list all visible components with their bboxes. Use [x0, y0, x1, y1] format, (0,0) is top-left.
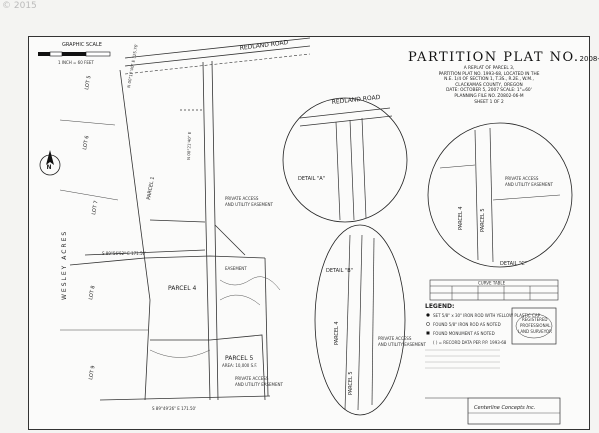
svg-text:PRIVATE ACCESS: PRIVATE ACCESS	[505, 176, 539, 181]
graphic-scale-unit: 1 INCH = 60 FEET	[58, 60, 94, 65]
survey-annotations: N 00°17'40" E 325.76' N 00°21'40" E S 89…	[102, 43, 283, 411]
north-label: N	[47, 164, 52, 171]
curve-table: CURVE TABLE	[429, 279, 559, 301]
graphic-scale-label: GRAPHIC SCALE	[62, 42, 102, 48]
detail-b-label: DETAIL "B"	[326, 268, 353, 274]
detail-b: DETAIL "B" PARCEL 4 PARCEL 5 PRIVATE ACC…	[314, 224, 426, 416]
svg-text:LAND SURVEYOR: LAND SURVEYOR	[518, 329, 552, 334]
legend: LEGEND: SET 5/8" x 30" IRON ROD WITH YEL…	[425, 303, 541, 369]
watermark: © 2015	[2, 1, 37, 11]
svg-text:AND UTILITY EASEMENT: AND UTILITY EASEMENT	[225, 202, 273, 207]
parcel-boundaries	[69, 60, 271, 401]
parcel-5-area: AREA: 10,000 S.F.	[222, 363, 257, 368]
lots: LOT 5 LOT 6 LOT 7 LOT 8 LOT 9	[59, 75, 148, 380]
svg-text:LOT 9: LOT 9	[88, 365, 96, 380]
graphic-scale: GRAPHIC SCALE 1 INCH = 60 FEET	[38, 42, 111, 65]
detail-c-label: DETAIL "C"	[500, 261, 527, 267]
company-name: Centerline Concepts Inc.	[474, 405, 535, 411]
svg-text:REDLAND ROAD: REDLAND ROAD	[331, 94, 381, 106]
parcel-labels: PARCEL 1 PARCEL 4 PARCEL 5 AREA: 10,000 …	[146, 176, 257, 368]
svg-text:LOT 5: LOT 5	[84, 75, 92, 90]
curve-table-label: CURVE TABLE	[478, 281, 506, 286]
svg-text:PARCEL 4: PARCEL 4	[334, 321, 340, 345]
svg-text:FOUND MONUMENT AS NOTED: FOUND MONUMENT AS NOTED	[433, 331, 495, 336]
parcel-4-label: PARCEL 4	[168, 285, 196, 292]
plat-title: PARTITION PLAT NO.2008-128	[408, 50, 599, 65]
title-block: Centerline Concepts Inc.	[425, 397, 561, 425]
detail-a: REDLAND ROAD DETAIL "A"	[282, 94, 408, 223]
plat-number: 2008-128	[579, 55, 599, 63]
redland-road: REDLAND ROAD	[124, 37, 311, 75]
detail-c: PARCEL 4 PARCEL 5 PRIVATE ACCESS AND UTI…	[427, 122, 573, 268]
surveyor-stamp: REGISTERED PROFESSIONAL LAND SURVEYOR	[511, 307, 557, 345]
svg-text:S 89°56'52" E 171.50': S 89°56'52" E 171.50'	[102, 251, 146, 256]
subdivision-label: WESLEY ACRES	[61, 230, 68, 300]
road-label: REDLAND ROAD	[239, 39, 289, 52]
svg-text:SET 5/8" x 30" IRON ROD WITH Y: SET 5/8" x 30" IRON ROD WITH YELLOW PLAS…	[433, 313, 541, 318]
plat-subtitle: A REPLAT OF PARCEL 3, PARTITION PLAT NO.…	[438, 66, 540, 105]
svg-text:PRIVATE ACCESS: PRIVATE ACCESS	[225, 196, 259, 201]
drawing-frame	[28, 36, 590, 430]
north-arrow: N	[39, 150, 61, 176]
parcel-5-label: PARCEL 5	[225, 355, 253, 362]
detail-a-label: DETAIL "A"	[298, 176, 325, 182]
svg-text:N 00°21'40" E: N 00°21'40" E	[186, 131, 192, 160]
svg-text:REGISTERED: REGISTERED	[522, 317, 547, 322]
svg-text:PARCEL 5: PARCEL 5	[480, 208, 486, 232]
svg-text:S 89°49'26" E 171.50': S 89°49'26" E 171.50'	[152, 406, 196, 411]
easement-lines	[149, 276, 281, 358]
svg-text:LOT 6: LOT 6	[82, 135, 90, 150]
legend-heading: LEGEND:	[425, 303, 454, 310]
svg-text:( ) = RECORD DATA PER P.P. 199: ( ) = RECORD DATA PER P.P. 1993-68	[433, 340, 507, 345]
svg-text:PROFESSIONAL: PROFESSIONAL	[520, 323, 551, 328]
svg-text:PRIVATE ACCESS: PRIVATE ACCESS	[378, 336, 412, 341]
svg-text:LOT 8: LOT 8	[88, 285, 96, 300]
svg-text:EASEMENT: EASEMENT	[225, 266, 247, 271]
svg-text:FOUND 5/8" IRON ROD AS NOTED: FOUND 5/8" IRON ROD AS NOTED	[433, 322, 501, 327]
svg-text:PARCEL 1: PARCEL 1	[146, 176, 156, 200]
svg-text:LOT 7: LOT 7	[91, 200, 99, 215]
svg-text:PARCEL 5: PARCEL 5	[348, 371, 354, 395]
svg-text:AND UTILITY EASEMENT: AND UTILITY EASEMENT	[235, 382, 283, 387]
svg-text:AND UTILITY EASEMENT: AND UTILITY EASEMENT	[505, 182, 553, 187]
svg-text:PARCEL 4: PARCEL 4	[458, 206, 464, 230]
svg-text:AND UTILITY EASEMENT: AND UTILITY EASEMENT	[378, 342, 426, 347]
svg-text:PRIVATE ACCESS: PRIVATE ACCESS	[235, 376, 269, 381]
